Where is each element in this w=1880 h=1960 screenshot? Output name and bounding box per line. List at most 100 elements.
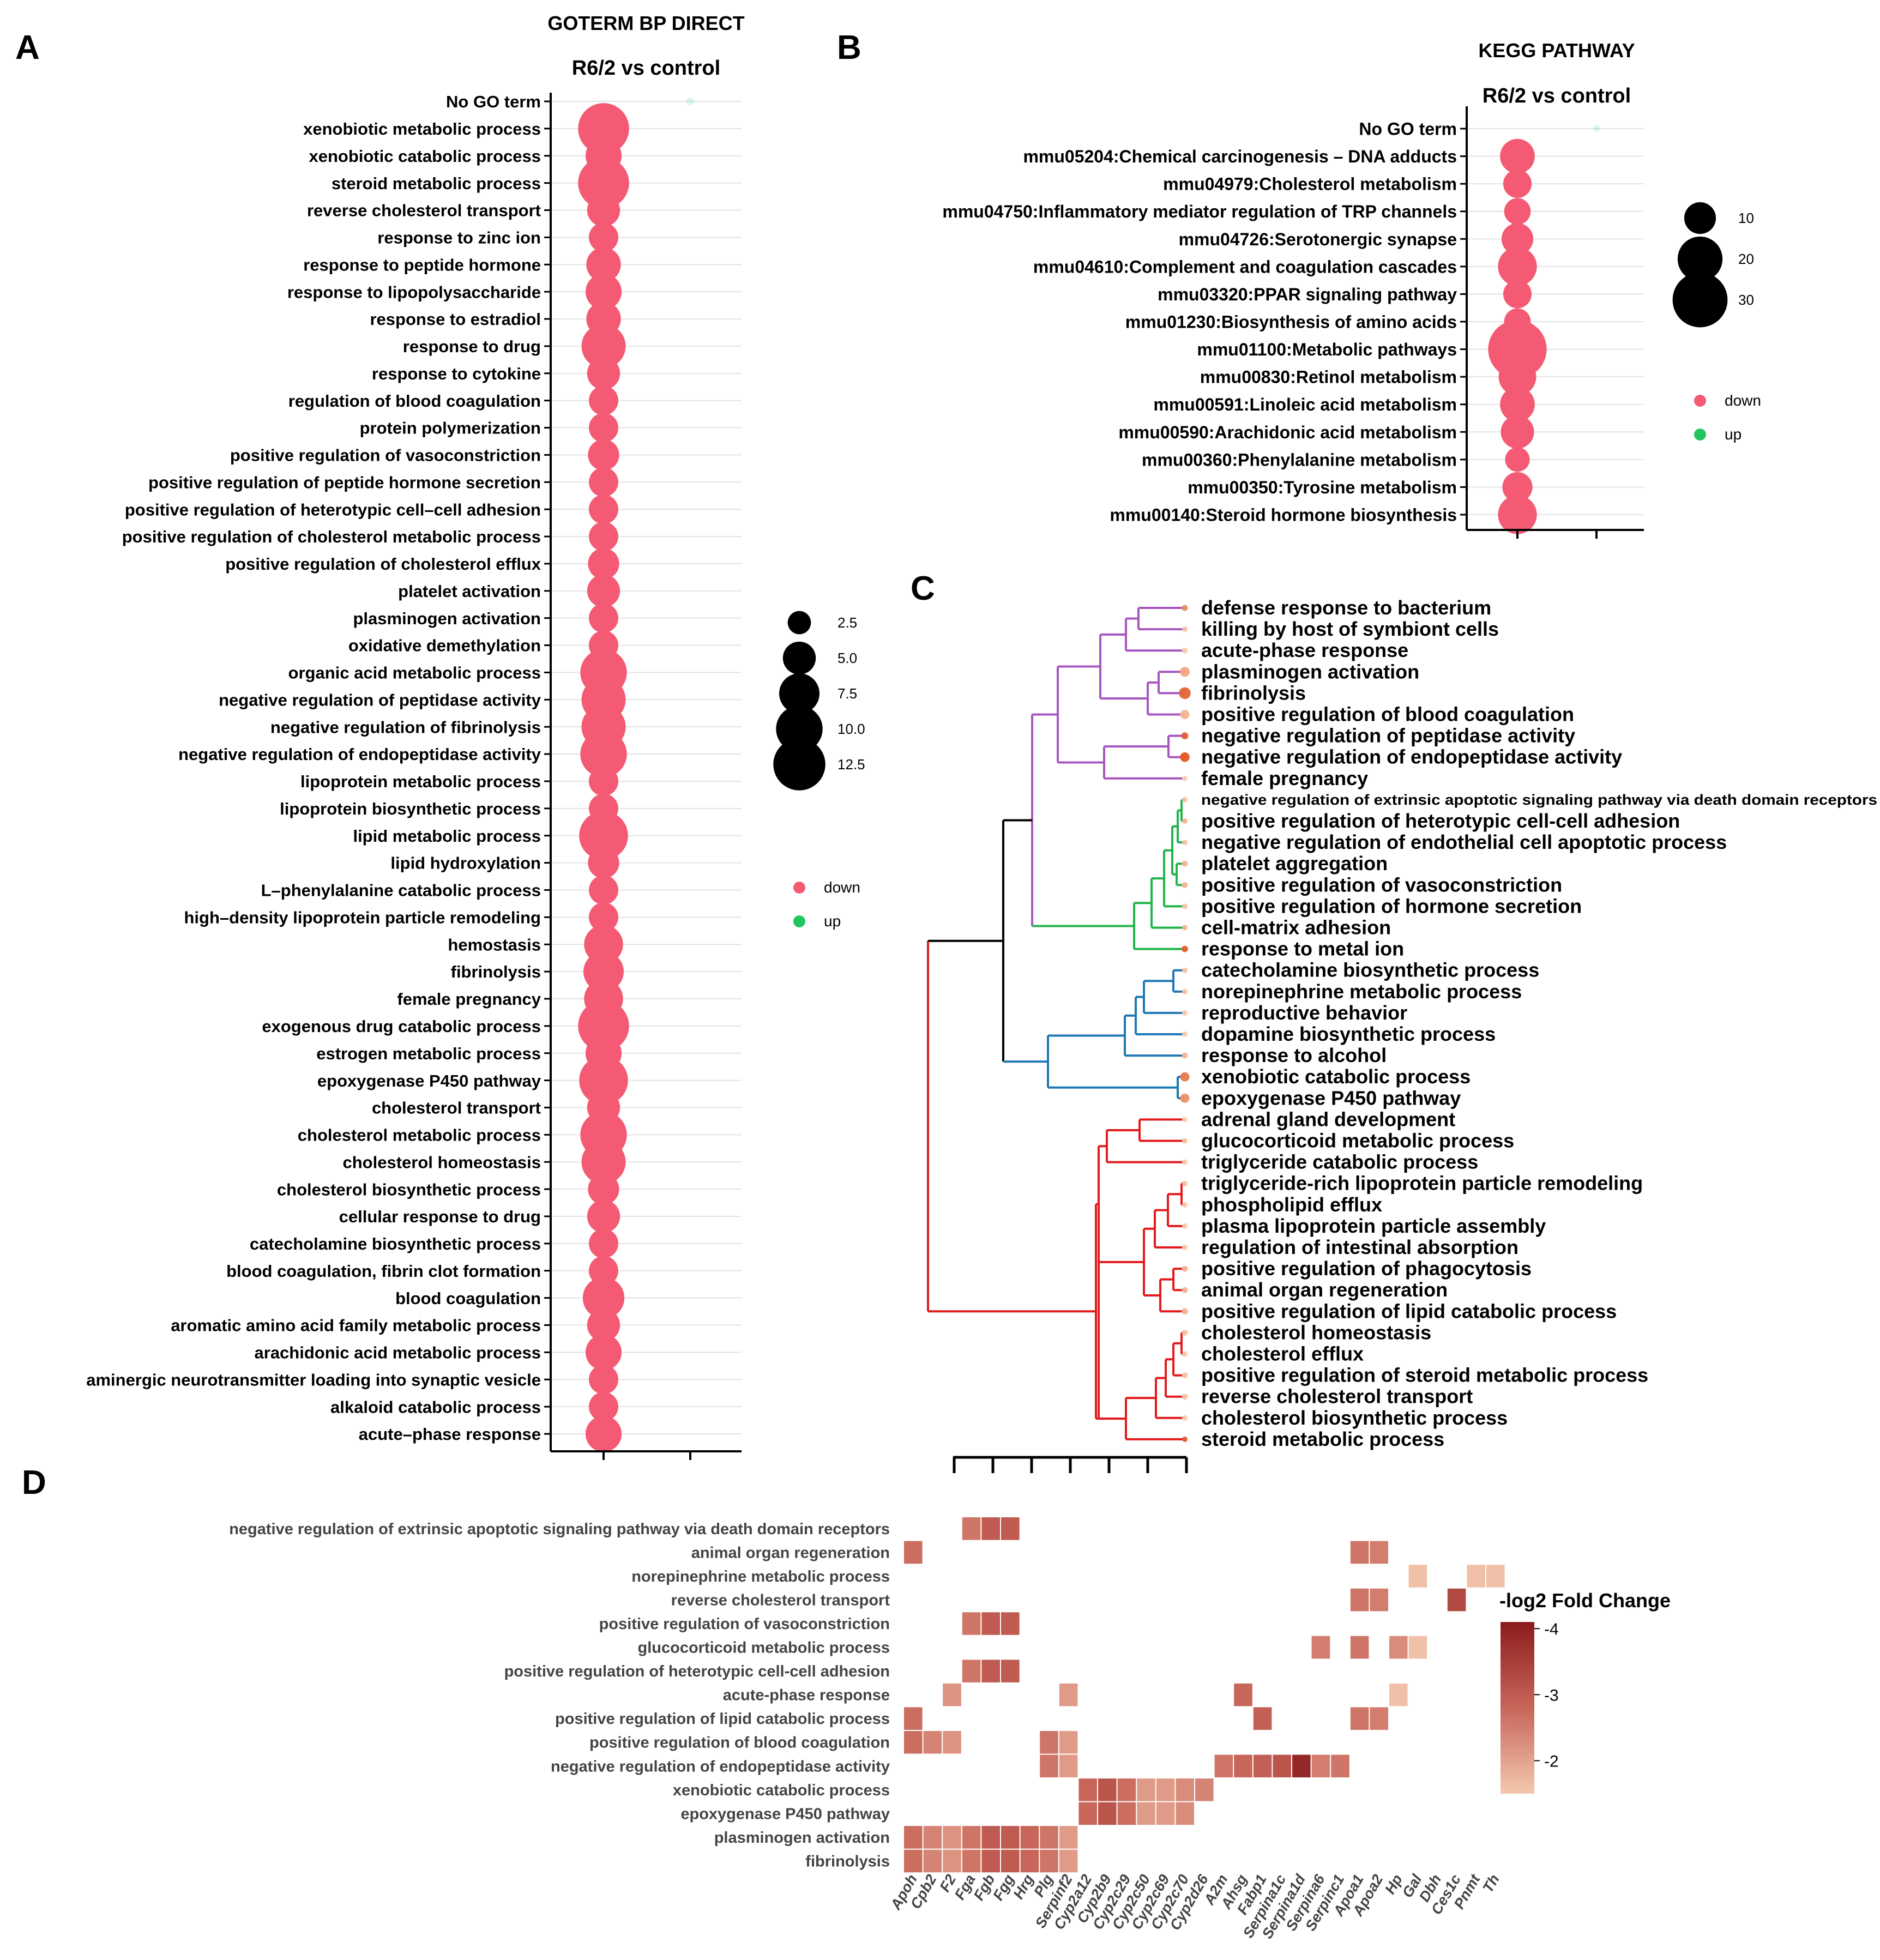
category-label: positive regulation of cholesterol efflu… bbox=[225, 554, 541, 574]
category-label: mmu04979:Cholesterol metabolism bbox=[1163, 174, 1457, 194]
category-label: protein polymerization bbox=[360, 419, 541, 438]
leaf-label: xenobiotic catabolic process bbox=[1201, 1065, 1471, 1088]
heatmap-cell bbox=[1078, 1802, 1097, 1825]
color-legend-dot bbox=[1694, 429, 1706, 441]
leaf-label: cholesterol homeostasis bbox=[1201, 1321, 1431, 1343]
size-legend-dot bbox=[779, 673, 820, 714]
leaf-label: fibrinolysis bbox=[1201, 682, 1306, 704]
data-dot bbox=[1498, 247, 1537, 286]
category-label: No GO term bbox=[1359, 119, 1457, 139]
heatmap-cell bbox=[923, 1730, 942, 1754]
category-label: mmu05204:Chemical carcinogenesis – DNA a… bbox=[1023, 147, 1457, 166]
heatmap-cell bbox=[923, 1826, 942, 1849]
data-dot bbox=[589, 1256, 618, 1286]
category-label: blood coagulation, fibrin clot formation bbox=[226, 1262, 541, 1281]
heatmap-cell bbox=[1214, 1754, 1233, 1778]
heatmap-cell bbox=[962, 1849, 981, 1873]
leaf-label: positive regulation of steroid metabolic… bbox=[1201, 1364, 1648, 1386]
heatmap-cell bbox=[1059, 1849, 1078, 1873]
heatmap-cell bbox=[981, 1612, 1000, 1635]
leaf-label: positive regulation of phagocytosis bbox=[1201, 1257, 1532, 1280]
data-dot bbox=[587, 357, 620, 390]
panel-d-cells bbox=[904, 1517, 1505, 1873]
category-label: steroid metabolic process bbox=[332, 174, 541, 193]
panel-label-d: D bbox=[22, 1464, 46, 1501]
category-label: plasminogen activation bbox=[353, 609, 541, 628]
category-label: mmu00140:Steroid hormone biosynthesis bbox=[1110, 505, 1457, 525]
data-dot bbox=[581, 324, 626, 369]
data-dot bbox=[579, 811, 628, 860]
category-label: oxidative demethylation bbox=[348, 636, 541, 655]
leaf-label: positive regulation of hormone secretion bbox=[1201, 895, 1582, 917]
leaf-dot bbox=[1182, 1265, 1188, 1272]
leaf-dot bbox=[1182, 840, 1188, 846]
category-label: epoxygenase P450 pathway bbox=[317, 1071, 541, 1090]
category-label: cholesterol homeostasis bbox=[342, 1153, 541, 1172]
heatmap-cell bbox=[1098, 1778, 1117, 1801]
category-label: mmu01230:Biosynthesis of amino acids bbox=[1125, 312, 1457, 332]
data-dot bbox=[586, 247, 621, 282]
leaf-dot bbox=[1182, 925, 1188, 931]
heatmap-cell bbox=[981, 1517, 1000, 1540]
category-label: mmu01100:Metabolic pathways bbox=[1197, 340, 1457, 359]
panel-b-dots bbox=[1488, 125, 1600, 534]
size-legend-dot bbox=[773, 738, 825, 791]
category-label: mmu03320:PPAR signaling pathway bbox=[1158, 285, 1457, 304]
category-label: mmu00591:Linoleic acid metabolism bbox=[1153, 395, 1457, 414]
data-dot bbox=[589, 222, 618, 252]
category-label: negative regulation of fibrinolysis bbox=[270, 717, 541, 737]
heatmap-cell bbox=[1156, 1802, 1175, 1825]
data-dot bbox=[585, 1334, 622, 1371]
data-dot bbox=[1498, 495, 1537, 534]
heatmap-cell bbox=[943, 1826, 961, 1849]
leaf-label: positive regulation of blood coagulation bbox=[1201, 703, 1574, 726]
leaf-label: negative regulation of endothelial cell … bbox=[1201, 831, 1727, 853]
heatmap-cell bbox=[904, 1849, 923, 1873]
leaf-dot bbox=[1182, 903, 1188, 909]
category-label: lipid hydroxylation bbox=[390, 854, 541, 873]
leaf-label: positive regulation of heterotypic cell-… bbox=[1201, 810, 1680, 832]
leaf-dot bbox=[1182, 988, 1188, 994]
data-dot bbox=[686, 97, 695, 106]
category-label: lipoprotein metabolic process bbox=[300, 772, 541, 791]
heatmap-cell bbox=[1001, 1660, 1020, 1682]
heatmap-row-label: fibrinolysis bbox=[805, 1853, 890, 1870]
color-legend-label: up bbox=[1725, 426, 1742, 443]
panel-label-a: A bbox=[15, 29, 40, 67]
size-legend-label: 5.0 bbox=[837, 650, 857, 666]
heatmap-cell bbox=[1408, 1636, 1427, 1659]
size-legend-dot bbox=[1672, 272, 1728, 328]
leaf-label: cholesterol biosynthetic process bbox=[1201, 1407, 1508, 1429]
heatmap-cell bbox=[1253, 1707, 1272, 1730]
heatmap-cell bbox=[904, 1707, 923, 1730]
heatmap-cell bbox=[1040, 1849, 1058, 1873]
data-dot bbox=[582, 1277, 625, 1319]
category-label: mmu04750:Inflammatory mediator regulatio… bbox=[942, 202, 1457, 221]
leaf-dot bbox=[1180, 710, 1190, 719]
leaf-dot bbox=[1180, 1093, 1190, 1103]
data-dot bbox=[581, 1139, 626, 1184]
data-dot bbox=[587, 194, 620, 227]
leaf-label: reverse cholesterol transport bbox=[1201, 1385, 1473, 1408]
heatmap-cell bbox=[1176, 1802, 1194, 1825]
leaf-dot bbox=[1182, 1351, 1188, 1357]
size-legend-label: 2.5 bbox=[837, 614, 857, 631]
heatmap-cell bbox=[1040, 1754, 1058, 1778]
leaf-dot bbox=[1182, 1330, 1188, 1336]
heatmap-cell bbox=[1311, 1636, 1330, 1659]
size-legend-dot bbox=[776, 705, 823, 752]
heatmap-cell bbox=[1078, 1778, 1097, 1801]
leaf-label: response to metal ion bbox=[1201, 938, 1404, 960]
color-legend-dot bbox=[1694, 395, 1706, 407]
heatmap-cell bbox=[1389, 1683, 1408, 1706]
heatmap-cell bbox=[1370, 1588, 1388, 1612]
data-dot bbox=[588, 1173, 619, 1205]
data-dot bbox=[589, 522, 618, 552]
panel-b-dotplot: KEGG PATHWAY R6/2 vs control No GO termm… bbox=[942, 39, 1761, 539]
panel-a-subtitle: R6/2 vs control bbox=[572, 57, 720, 80]
heatmap-row-label: positive regulation of lipid catabolic p… bbox=[555, 1710, 890, 1728]
heatmap-row-label: positive regulation of vasoconstriction bbox=[599, 1615, 890, 1633]
leaf-label: reproductive behavior bbox=[1201, 1002, 1407, 1024]
